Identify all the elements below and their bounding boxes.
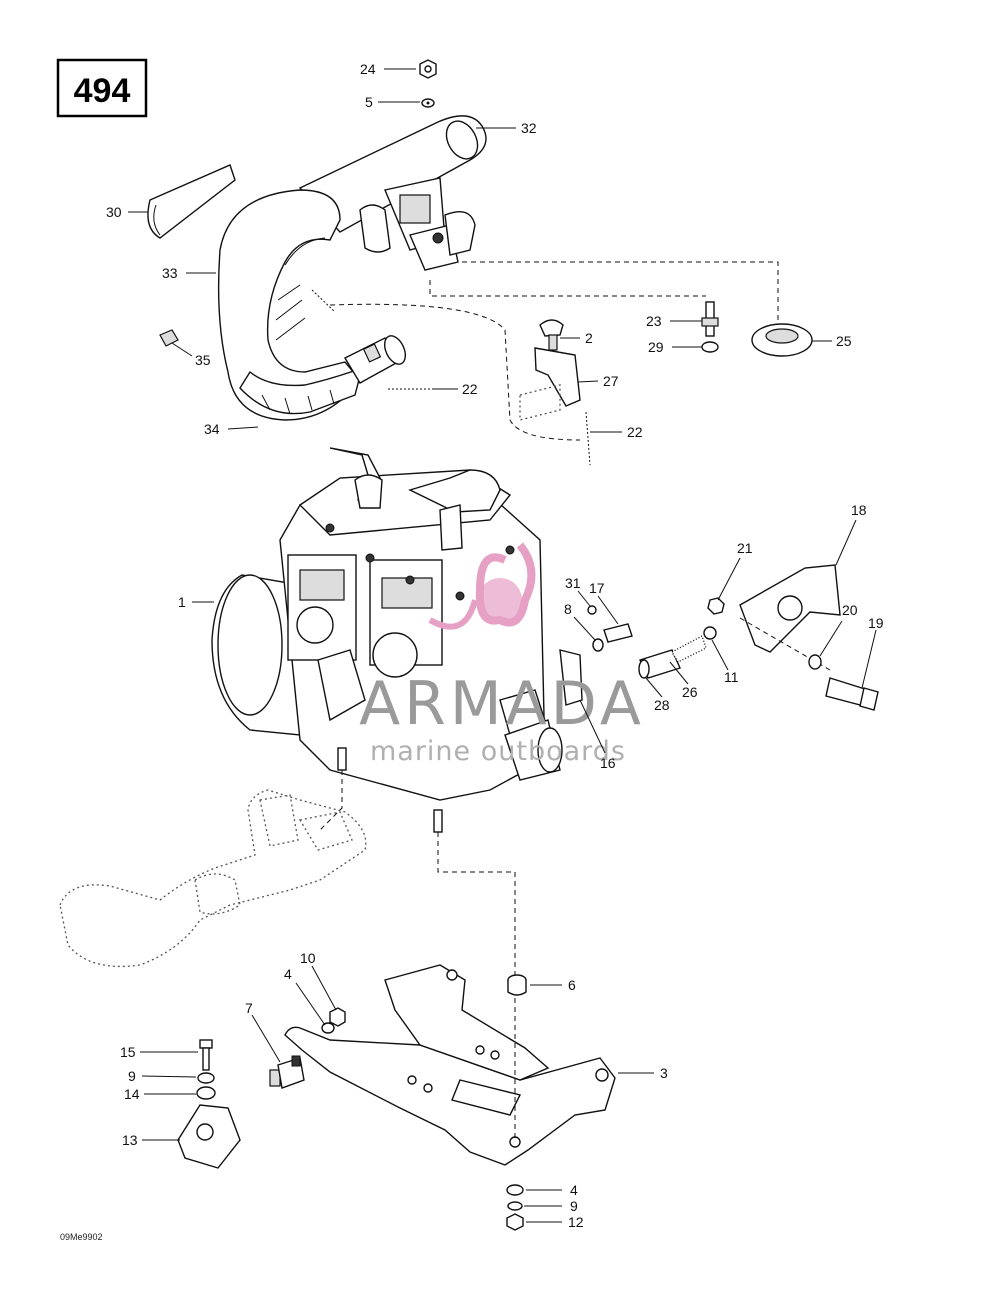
jet-pump-outline bbox=[59, 789, 367, 968]
callout-27: 27 bbox=[603, 373, 619, 389]
callout-34: 34 bbox=[204, 421, 220, 437]
callout-13: 13 bbox=[122, 1132, 138, 1148]
washer-4-lockwasher-9-nut-12 bbox=[506, 1184, 524, 1231]
nut-10-washer-4 bbox=[321, 1007, 346, 1034]
leader-lines bbox=[128, 68, 877, 1223]
spacer-28-bolt-26 bbox=[638, 634, 707, 679]
callout-22-upper: 22 bbox=[462, 381, 478, 397]
callout-5: 5 bbox=[365, 94, 373, 110]
callout-29: 29 bbox=[648, 339, 664, 355]
nut-21-washer-11 bbox=[703, 597, 725, 640]
spacer-6 bbox=[507, 974, 527, 996]
bolt-17-nut-31-washer-8 bbox=[587, 605, 633, 652]
callout-1: 1 bbox=[178, 594, 186, 610]
callout-25: 25 bbox=[836, 333, 852, 349]
engine-mount-plate-3 bbox=[284, 964, 616, 1166]
reference-code: 09Me9902 bbox=[60, 1232, 103, 1242]
callout-3: 3 bbox=[660, 1065, 668, 1081]
callout-32: 32 bbox=[521, 120, 537, 136]
callout-4-lower: 4 bbox=[570, 1182, 578, 1198]
grommet-25 bbox=[751, 323, 813, 357]
callout-8: 8 bbox=[564, 601, 572, 617]
watermark-brand: ARMADA bbox=[359, 669, 645, 739]
callout-9-lower: 9 bbox=[570, 1198, 578, 1214]
callout-6: 6 bbox=[568, 977, 576, 993]
exhaust-assembly bbox=[147, 115, 487, 421]
callout-15: 15 bbox=[120, 1044, 136, 1060]
rubber-mount-7 bbox=[269, 1055, 305, 1089]
callout-22-lower: 22 bbox=[627, 424, 643, 440]
callout-10: 10 bbox=[300, 950, 316, 966]
callout-33: 33 bbox=[162, 265, 178, 281]
callout-21: 21 bbox=[737, 540, 753, 556]
callout-24: 24 bbox=[360, 61, 376, 77]
callout-19: 19 bbox=[868, 615, 884, 631]
callout-26: 26 bbox=[682, 684, 698, 700]
callout-12: 12 bbox=[568, 1214, 584, 1230]
callout-17: 17 bbox=[589, 580, 605, 596]
spring-22 bbox=[329, 303, 591, 466]
callout-4-upper: 4 bbox=[284, 966, 292, 982]
callout-9-left: 9 bbox=[128, 1068, 136, 1084]
callout-16: 16 bbox=[600, 755, 616, 771]
callout-11: 11 bbox=[724, 669, 739, 685]
bracket-27-knob-2 bbox=[519, 319, 581, 421]
nut-24-washer-5 bbox=[419, 59, 437, 108]
engine-block bbox=[211, 447, 563, 833]
callout-31: 31 bbox=[565, 575, 581, 591]
diagram-number-box: 494 bbox=[56, 58, 148, 118]
washer-20-bolt-19 bbox=[808, 654, 879, 711]
callout-23: 23 bbox=[646, 313, 662, 329]
callout-28: 28 bbox=[654, 697, 670, 713]
stud-23-nut-29 bbox=[701, 301, 719, 353]
callout-20: 20 bbox=[842, 602, 858, 618]
callout-labels: 24 5 32 30 33 35 34 22 22 2 27 23 29 25 … bbox=[106, 61, 884, 1230]
watermark-tagline: marine outboards bbox=[370, 736, 626, 767]
bolt-15-washers-bracket-13 bbox=[177, 1039, 241, 1169]
callout-2: 2 bbox=[585, 330, 593, 346]
bracket-16 bbox=[559, 649, 583, 706]
callout-35: 35 bbox=[195, 352, 211, 368]
callout-14: 14 bbox=[124, 1086, 140, 1102]
callout-18: 18 bbox=[851, 502, 867, 518]
diagram-number: 494 bbox=[74, 72, 131, 110]
callout-7: 7 bbox=[245, 1000, 253, 1016]
callout-30: 30 bbox=[106, 204, 122, 220]
watermark: ARMADA marine outboards bbox=[359, 542, 645, 767]
